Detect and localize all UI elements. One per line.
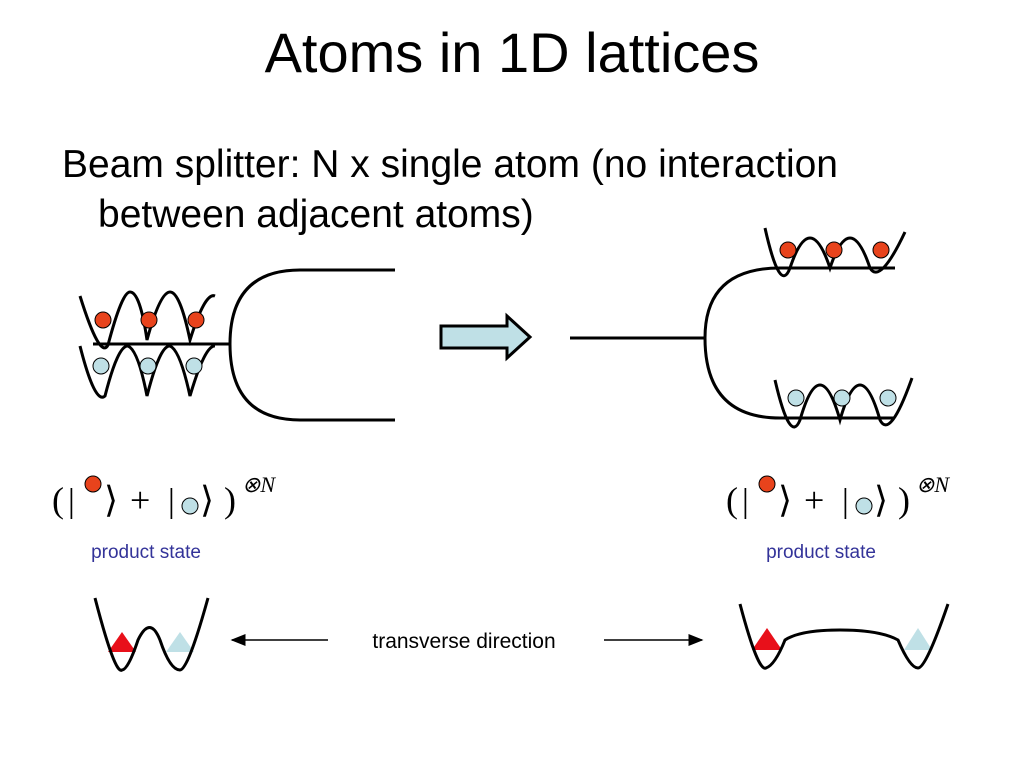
left-double-well (93, 597, 210, 672)
right-upper-lattice (763, 227, 907, 278)
right-split-well (738, 603, 950, 670)
svg-text:): ) (898, 480, 910, 520)
left-red-atom (94, 311, 112, 329)
left-red-atom (187, 311, 205, 329)
left-blue-atom (139, 357, 157, 375)
right-lattice-group (570, 227, 914, 429)
svg-text:⟩: ⟩ (874, 480, 888, 520)
left-double-well-triangle-blue (166, 632, 194, 652)
right-red-atom (872, 241, 890, 259)
right-product-state-label: product state (766, 542, 876, 563)
bullet-line-2: between adjacent atoms) (98, 193, 534, 236)
right-blue-atom (833, 389, 851, 407)
svg-text:|: | (168, 483, 175, 520)
right-lower-lattice (773, 377, 914, 429)
right-split-well-triangle-blue (904, 628, 932, 650)
left-fork-lines (228, 268, 395, 422)
svg-text:|: | (68, 483, 75, 520)
transverse-direction-label: transverse direction (372, 630, 555, 653)
bullet-line-1: Beam splitter: N x single atom (no inter… (62, 143, 839, 186)
svg-text:|: | (842, 483, 849, 520)
svg-text:): ) (224, 480, 236, 520)
bullet-text: Beam splitter: N x single atom (no inter… (62, 140, 992, 240)
left-red-atom (140, 311, 158, 329)
svg-text:⊗N: ⊗N (242, 472, 276, 497)
svg-text:⟩: ⟩ (200, 480, 214, 520)
right-blue-atom (879, 389, 897, 407)
left-double-well-triangle-red (108, 632, 136, 652)
right-fork-lines (703, 266, 895, 420)
svg-text:⊗N: ⊗N (916, 472, 950, 497)
right-blue-atom (787, 389, 805, 407)
left-blue-atom (185, 357, 203, 375)
slide-title: Atoms in 1D lattices (264, 21, 760, 84)
process-arrow-icon (439, 312, 533, 362)
svg-text:⟩: ⟩ (778, 480, 792, 520)
svg-text:|: | (742, 483, 749, 520)
left-lattice-group (78, 268, 395, 422)
right-formula: ( | ⟩ + | ⟩ ) ⊗N (726, 472, 950, 520)
right-split-well-triangle-red (752, 628, 782, 650)
left-lower-lattice (78, 344, 216, 399)
left-formula: ( | ⟩ + | ⟩ ) ⊗N (52, 472, 276, 520)
right-red-atom (825, 241, 843, 259)
left-product-state-label: product state (91, 542, 201, 563)
svg-text:+: + (804, 480, 824, 520)
svg-text:(: ( (726, 480, 738, 520)
svg-text:⟩: ⟩ (104, 480, 118, 520)
svg-text:+: + (130, 480, 150, 520)
right-red-atom (779, 241, 797, 259)
svg-text:(: ( (52, 480, 64, 520)
left-blue-atom (92, 357, 110, 375)
